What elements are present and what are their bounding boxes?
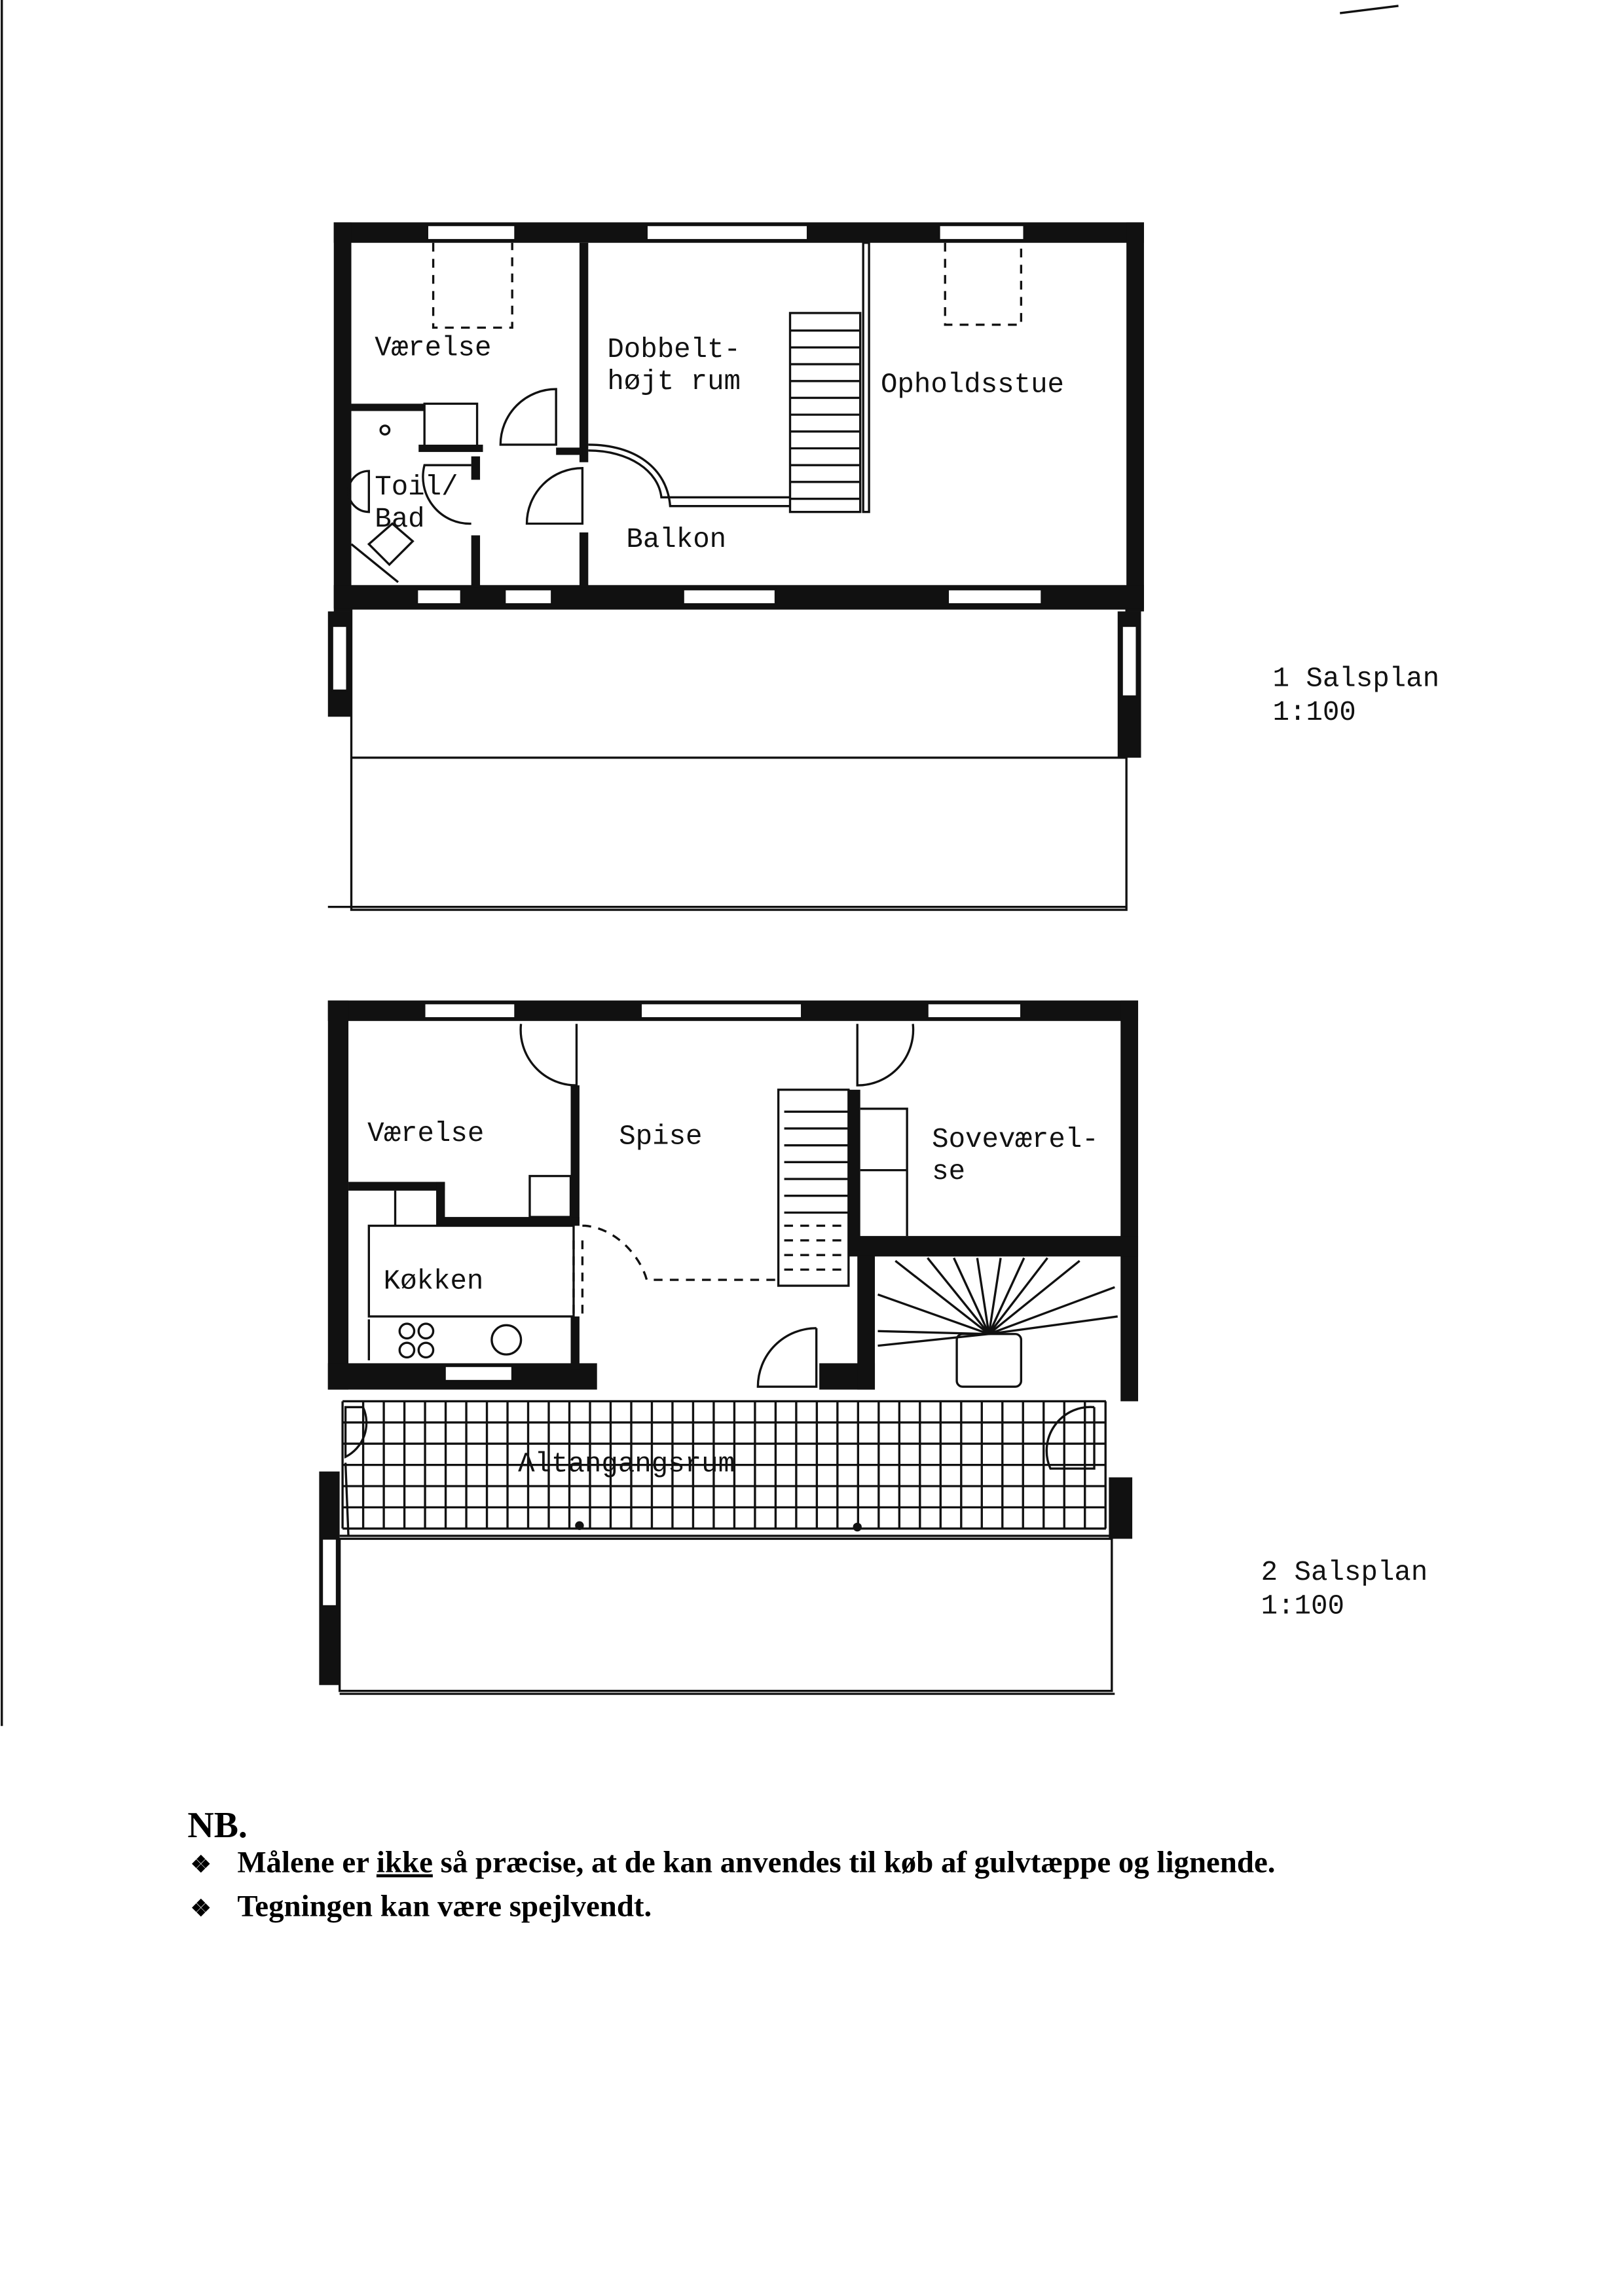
drawing-line bbox=[987, 1258, 1002, 1334]
diamond-bullet-icon: ❖ bbox=[191, 1895, 212, 1922]
scan-mark bbox=[1340, 5, 1399, 14]
room-label-spise: Spise bbox=[619, 1121, 702, 1152]
room-label-vaerelse-2: Værelse bbox=[367, 1118, 484, 1149]
room-label-bad: Bad bbox=[375, 504, 424, 535]
drawing-line bbox=[976, 1258, 990, 1334]
plan1-scale: 1:100 bbox=[1272, 697, 1356, 728]
floor-plan-2 bbox=[319, 1000, 1139, 1695]
drawing-line bbox=[987, 1257, 1025, 1335]
plan1-title: 1 Salsplan bbox=[1272, 663, 1439, 694]
drawing-line bbox=[895, 1259, 990, 1335]
room-label-dobbelt: Dobbelt- bbox=[607, 334, 741, 365]
note-item-1: Målene er ikke så præcise, at de kan anv… bbox=[237, 1846, 1275, 1880]
note-item-2: Tegningen kan være spejlvendt. bbox=[237, 1890, 652, 1924]
room-label-toilet: Toil/ bbox=[375, 472, 458, 503]
drawing-line bbox=[988, 1286, 1115, 1335]
drawing-line bbox=[988, 1259, 1080, 1335]
room-label-sovevaerelse: Soveværel- bbox=[932, 1124, 1099, 1155]
altan-floor-grid bbox=[341, 1400, 1107, 1530]
staircase bbox=[784, 1110, 849, 1271]
staircase bbox=[790, 329, 860, 500]
drawing-line bbox=[953, 1257, 990, 1335]
plan2-title: 2 Salsplan bbox=[1261, 1557, 1428, 1588]
room-label-balkon: Balkon bbox=[626, 524, 726, 555]
drawing-line bbox=[988, 1315, 1118, 1335]
drawing-line bbox=[987, 1257, 1048, 1335]
diamond-bullet-icon: ❖ bbox=[191, 1852, 212, 1878]
room-label-kokken: Køkken bbox=[384, 1266, 484, 1297]
spiral-staircase bbox=[877, 1257, 1118, 1347]
room-label-hojt-rum: højt rum bbox=[607, 366, 741, 398]
plan2-scale: 1:100 bbox=[1261, 1590, 1344, 1622]
notes-heading: NB. bbox=[187, 1805, 248, 1846]
room-label-altangangsrum: Altangangsrum bbox=[518, 1449, 735, 1480]
drawing-line bbox=[927, 1257, 990, 1335]
room-label-opholdsstue: Opholdsstue bbox=[881, 369, 1064, 401]
room-label-vaerelse: Værelse bbox=[375, 333, 491, 364]
drawing-line bbox=[877, 1293, 989, 1335]
drawing-line bbox=[877, 1333, 989, 1347]
room-label-sovevaerelse-2: se bbox=[932, 1156, 965, 1187]
floor-plan-1 bbox=[327, 222, 1144, 911]
